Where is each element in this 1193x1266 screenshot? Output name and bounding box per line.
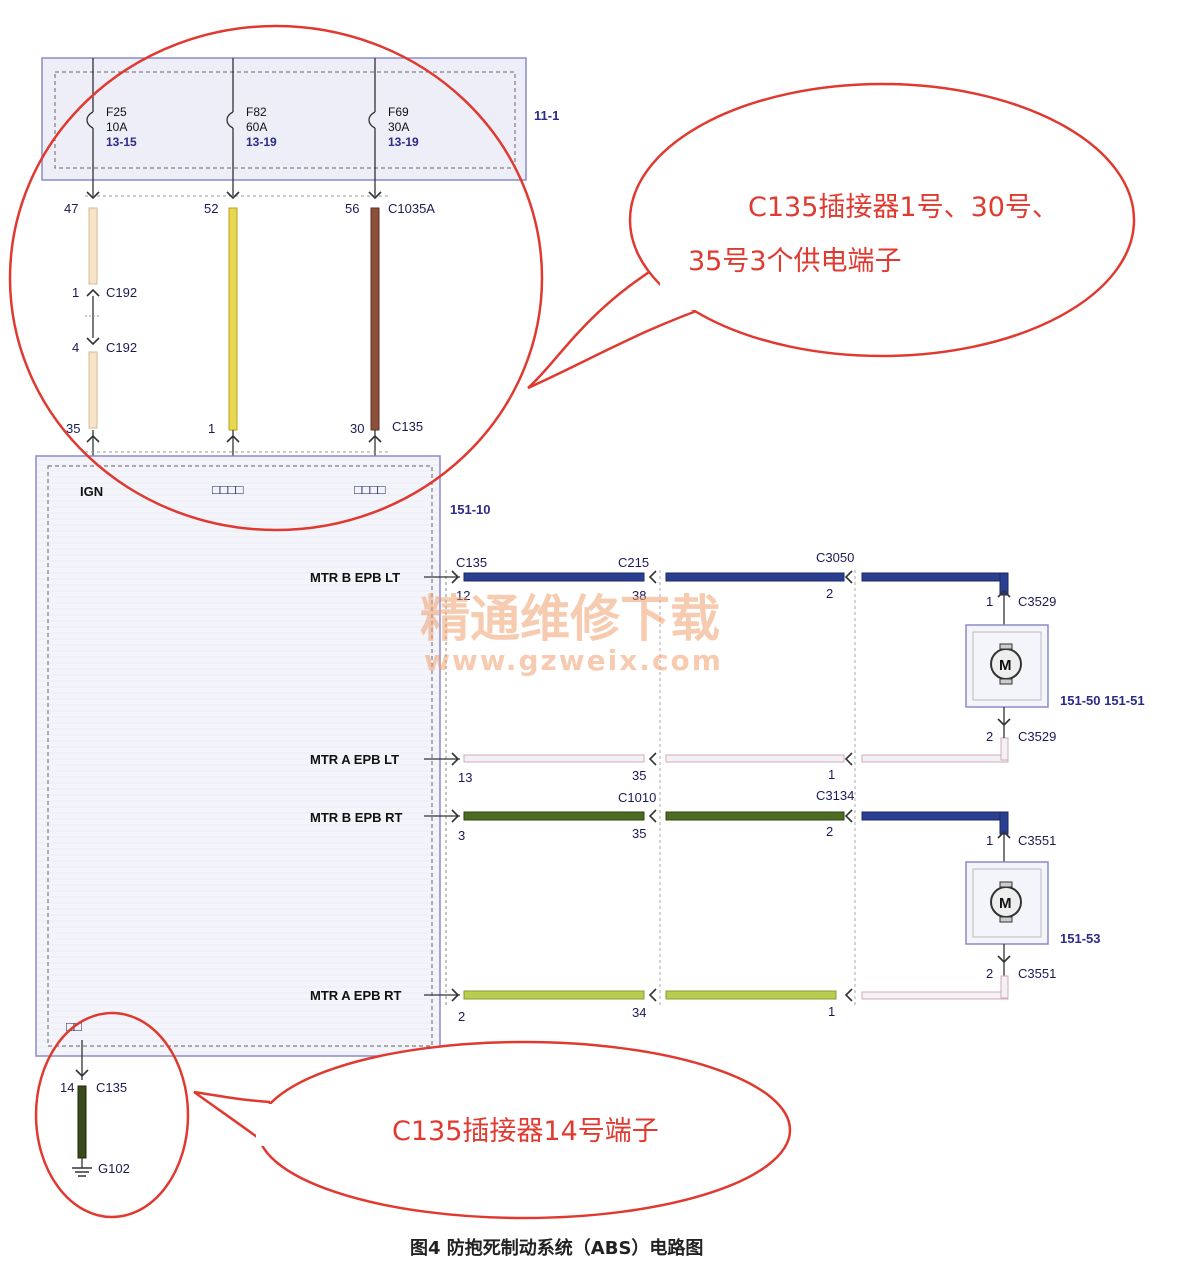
fuse-f25-rating: 10A (106, 120, 127, 134)
motor-right-ref: 151-53 (1060, 931, 1100, 946)
ground-pin: 14 (60, 1080, 74, 1095)
highlight-circle-bottom (34, 1011, 190, 1219)
pin-c192-4: 4 (72, 340, 79, 355)
ground-name: G102 (98, 1161, 130, 1176)
watermark-line1: 精通维修下载 (420, 590, 720, 648)
pin-c215-38: 38 (632, 588, 646, 603)
motor-left-conn-bot: C3529 (1018, 729, 1056, 744)
motor-left-symbol: M (999, 657, 1012, 674)
motor-left: M (965, 589, 1049, 738)
fuse-f25-ref: 13-15 (106, 135, 137, 149)
wire-row-mtr-a-rt (424, 975, 1009, 1002)
ign-label: IGN (80, 484, 103, 499)
wire-ign (88, 207, 98, 429)
ground-icon (72, 1167, 92, 1177)
fuse-box: 11-1 (41, 57, 559, 181)
ground-conn: C135 (96, 1080, 127, 1095)
pin-35: 35 (66, 421, 80, 436)
chevron-icon (86, 191, 100, 200)
pin-47: 47 (64, 201, 78, 216)
fuse-f82: F82 60A 13-19 (226, 58, 277, 196)
ground-wire (75, 1040, 89, 1168)
motor-left-conn-top: C3529 (1018, 594, 1056, 609)
module-ref: 151-10 (450, 502, 490, 517)
abs-module: 151-10 IGN □□□□ □□□□ □□ (35, 451, 490, 1057)
connector-c3134: C3134 (816, 788, 854, 803)
callout-top-line1: C135插接器1号、30号、 (748, 192, 1059, 223)
fuse-f69-rating: 30A (388, 120, 409, 134)
fuse-f25: F25 10A 13-15 (86, 58, 137, 196)
connector-c192-a: C192 (106, 285, 137, 300)
pin-52: 52 (204, 201, 218, 216)
connector-c1010: C1010 (618, 790, 656, 805)
fuse-f82-name: F82 (246, 105, 267, 119)
wire-row-mtr-b-lt (424, 570, 1009, 596)
fuse-f82-rating: 60A (246, 120, 267, 134)
chevron-icon (86, 288, 100, 297)
pin-2: 2 (458, 1009, 465, 1024)
highlight-circle-top (8, 24, 544, 532)
motor-left-ref: 151-50 151-51 (1060, 693, 1145, 708)
mtr-b-epb-rt-label: MTR B EPB RT (310, 810, 403, 825)
pin-13: 13 (458, 770, 472, 785)
pin-c192-1: 1 (72, 285, 79, 300)
pin-12: 12 (456, 588, 470, 603)
fuse-f69: F69 30A 13-19 (368, 58, 419, 196)
motor-right-conn-top: C3551 (1018, 833, 1056, 848)
chevron-icon (368, 191, 382, 200)
wire-brown (370, 207, 380, 431)
motor-right-pin-bot: 2 (986, 966, 993, 981)
fuse-f25-name: F25 (106, 105, 127, 119)
connector-c3050: C3050 (816, 550, 854, 565)
wire-row-mtr-a-lt (424, 737, 1009, 766)
fuse-box-ref: 11-1 (534, 108, 559, 123)
callout-pointer-bottom (193, 1090, 273, 1150)
connector-c215: C215 (618, 555, 649, 570)
mtr-a-epb-rt-label: MTR A EPB RT (310, 988, 402, 1003)
fuse-f82-ref: 13-19 (246, 135, 277, 149)
motor-left-pin-top: 1 (986, 594, 993, 609)
chevron-icon (226, 191, 240, 200)
motor-right-pin-top: 1 (986, 833, 993, 848)
pin-1: 1 (208, 421, 215, 436)
pin-b-label: □□□□ (212, 482, 244, 497)
pin-c215-35: 35 (632, 768, 646, 783)
callout-top-line2: 35号3个供电端子 (688, 246, 902, 277)
wire-row-mtr-b-rt (424, 809, 1009, 835)
watermark-line2: www.gzweix.com (424, 644, 723, 677)
pin-c3134-1: 1 (828, 1004, 835, 1019)
motor-left-pin-bot: 2 (986, 729, 993, 744)
fuse-f69-ref: 13-19 (388, 135, 419, 149)
wire-yellow (228, 207, 238, 431)
pin-c3050-1: 1 (828, 767, 835, 782)
figure-caption: 图4 防抱死制动系统（ABS）电路图 (410, 1237, 703, 1259)
motor-right-symbol: M (999, 895, 1012, 912)
pin-c3134-2: 2 (826, 824, 833, 839)
callout-bottom: C135插接器14号端子 (392, 1116, 659, 1147)
mtr-a-epb-lt-label: MTR A EPB LT (310, 752, 399, 767)
connector-c135-right: C135 (456, 555, 487, 570)
callout-bubble-top (628, 82, 1136, 358)
motor-right-conn-bot: C3551 (1018, 966, 1056, 981)
pin-30: 30 (350, 421, 364, 436)
connector-c135-top: C135 (392, 419, 423, 434)
connector-c1035a: C1035A (388, 201, 435, 216)
pin-c-label: □□□□ (354, 482, 386, 497)
fuse-f69-name: F69 (388, 105, 409, 119)
pin-56: 56 (345, 201, 359, 216)
pin-c1010-35: 35 (632, 826, 646, 841)
connector-c192-b: C192 (106, 340, 137, 355)
pin-3: 3 (458, 828, 465, 843)
pin-c3050-2: 2 (826, 586, 833, 601)
mtr-b-epb-lt-label: MTR B EPB LT (310, 570, 400, 585)
chevron-icon (86, 337, 100, 346)
motor-right: M (965, 830, 1049, 976)
pin-c1010-34: 34 (632, 1005, 646, 1020)
